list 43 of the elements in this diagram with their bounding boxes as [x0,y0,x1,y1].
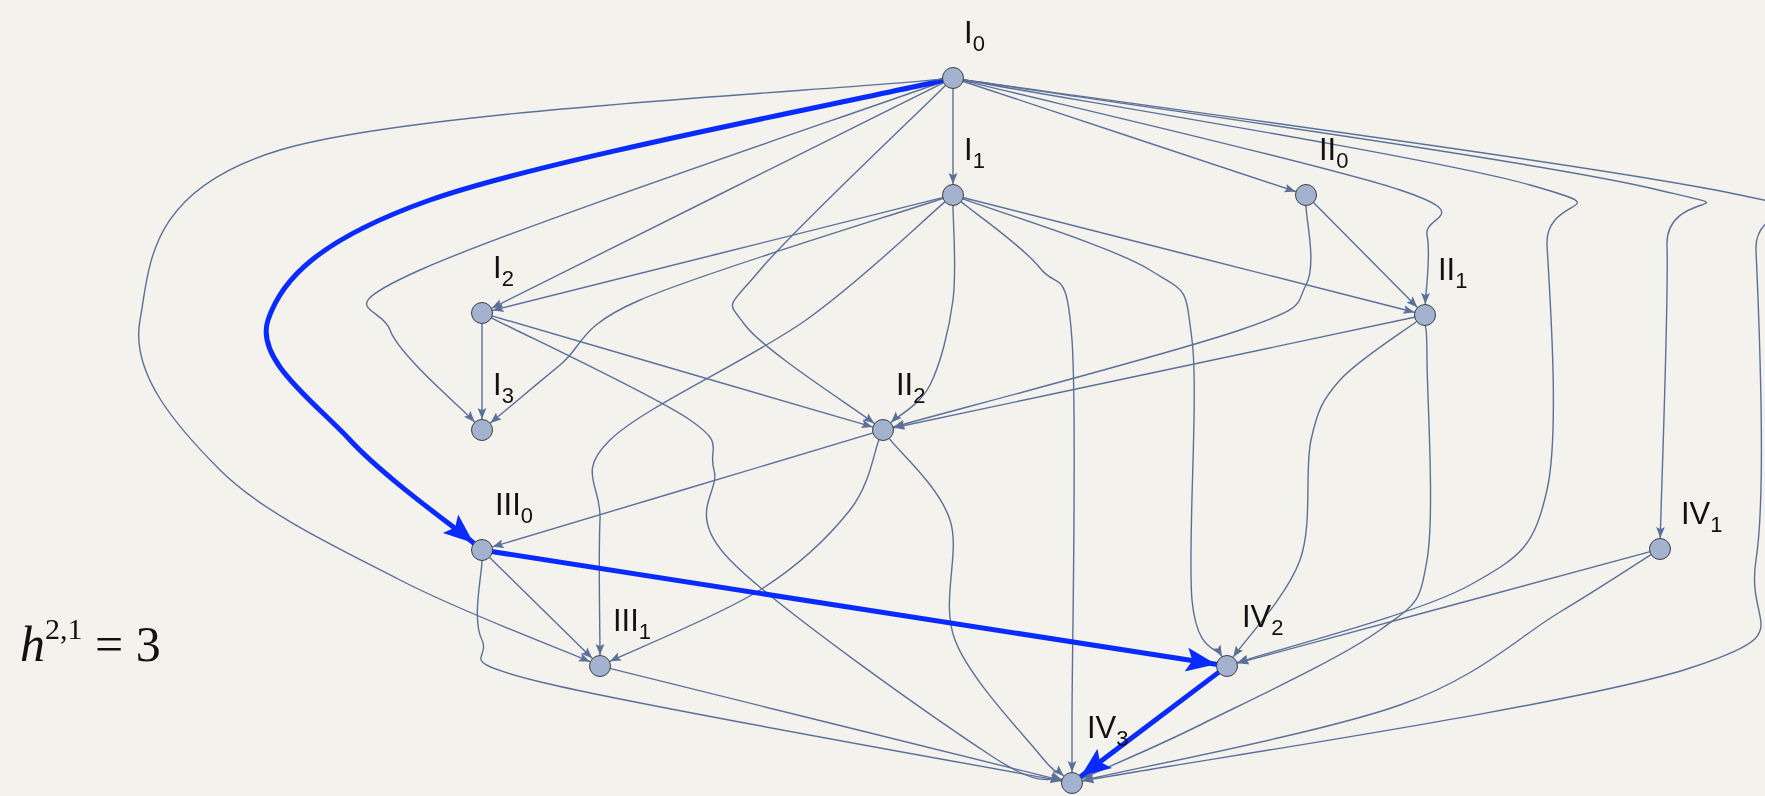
highlighted-arrow [263,78,945,546]
arrow [489,197,944,424]
vertex-label: I$_{2}$ [493,252,514,290]
arrow [890,205,956,424]
arrow [477,323,487,420]
vertex-label: II$_{1}$ [1438,254,1468,292]
arrow [888,438,1065,777]
arrow [491,196,944,312]
arrow [731,85,946,425]
arrow [491,432,874,548]
arrow [609,439,880,662]
vertex-label: I$_{1}$ [964,134,985,172]
arrow [591,201,946,656]
vertex-label: I$_{0}$ [964,17,985,55]
arrow [489,557,593,659]
formula-label: h$^{2,1}$ = 3 [20,612,161,673]
arrow [1236,551,1651,665]
vertex-label: II$_{0}$ [1319,134,1349,172]
arrow [963,78,1765,784]
arrow [948,88,958,185]
arrow [1313,202,1418,308]
arrow [609,667,1062,782]
arrow [962,80,1297,193]
arrow [892,205,1312,429]
arrow [491,82,944,309]
vertex-label: IV$_{1}$ [1681,498,1723,536]
arrow [476,560,1062,784]
vertex-label: III$_{1}$ [613,605,652,643]
highlighted-arrow [1078,670,1221,779]
arrow [1082,554,1652,783]
arrow [963,79,1707,539]
arrow [1081,325,1432,780]
vertex-label: I$_{3}$ [493,369,514,407]
vertex-label: III$_{0}$ [495,489,534,527]
arrow [491,317,1063,782]
arrow [962,79,1443,305]
arrow [1232,321,1417,658]
arrow [962,198,1223,657]
arrow [491,315,874,429]
arrow [137,78,943,663]
arrow [960,201,1077,773]
arrow [893,316,1415,430]
arrow [962,197,1416,314]
